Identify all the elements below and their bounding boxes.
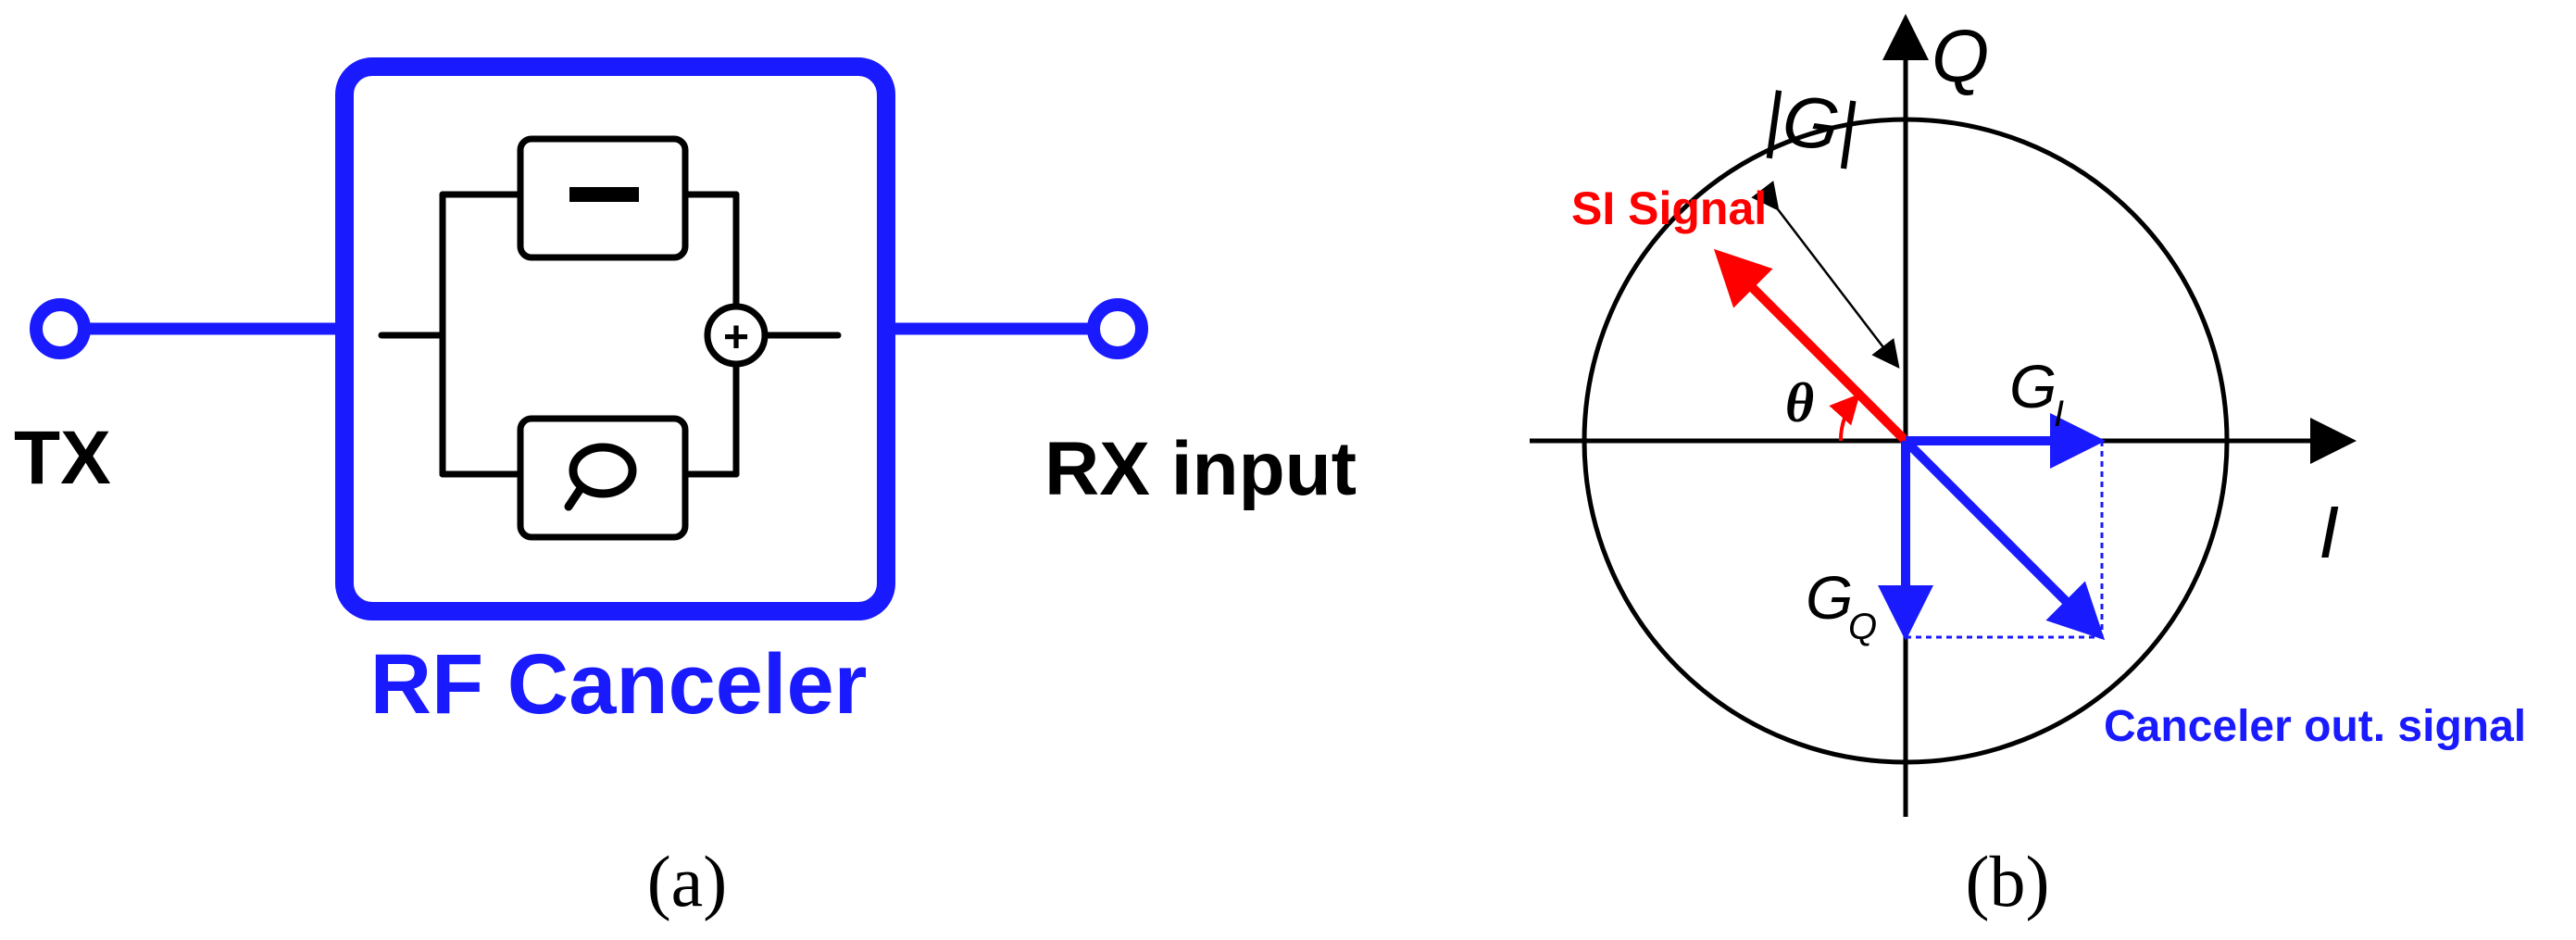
tx-terminal-icon (30, 298, 91, 359)
gq-label: G Q (1806, 563, 1877, 647)
svg-text:I: I (2054, 394, 2064, 434)
canceler-out-label: Canceler out. signal (2104, 702, 2526, 751)
rf-canceler-block (335, 57, 895, 620)
svg-text:G: G (1806, 563, 1853, 632)
canceler-out-vector (1902, 437, 2106, 641)
i-axis-label: I (2319, 491, 2339, 573)
caption-b: (b) (1966, 841, 2050, 921)
rx-input-label: RX input (1044, 427, 1357, 511)
si-signal-label: SI Signal (1571, 182, 1767, 234)
svg-text:Q: Q (1848, 607, 1877, 647)
q-axis-label: Q (1932, 15, 1989, 97)
gain-magnitude-dimension (1751, 181, 1900, 369)
theta-label: θ (1785, 372, 1814, 433)
rf-canceler-label: RF Canceler (370, 637, 868, 732)
theta-arc (1829, 394, 1860, 442)
tx-label: TX (14, 416, 111, 500)
panel-b-iq-diagram: Q I SI Signal |G| θ G I G Q Cancel (1530, 14, 2526, 921)
gi-label: G I (2009, 352, 2064, 434)
caption-a: (a) (647, 841, 728, 921)
adder-plus-sign: + (723, 313, 749, 362)
svg-text:G: G (2009, 352, 2057, 420)
gain-magnitude-label: |G| (1759, 76, 1863, 169)
phase-shifter-icon (564, 443, 637, 511)
rx-terminal-icon (1087, 298, 1148, 359)
panel-a-block-diagram: + TX RX input RF Canceler (a) (14, 57, 1357, 921)
canceler-inner-circuit (378, 135, 842, 541)
